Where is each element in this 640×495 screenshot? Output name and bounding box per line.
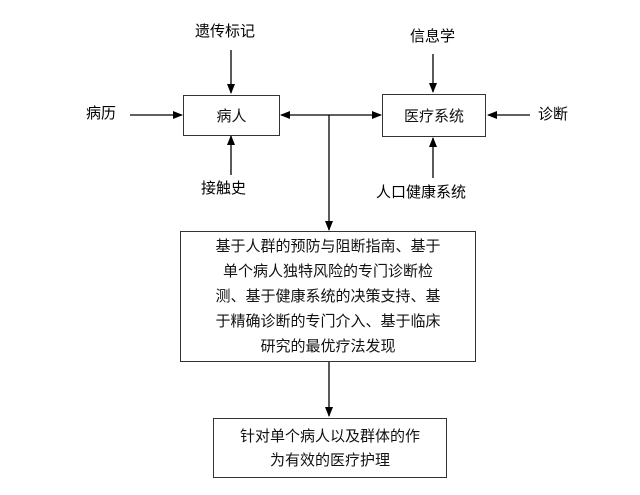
strategy-line: 测、基于健康系统的决策支持、基 (215, 287, 441, 305)
label-exposure-history: 接触史 (201, 179, 247, 197)
label-informatics: 信息学 (410, 27, 456, 45)
node-patient-label: 病人 (216, 106, 247, 125)
node-strategies-text: 基于人群的预防与阻断指南、基于 单个病人独特风险的专门诊断检 测、基于健康系统的… (215, 234, 440, 359)
node-medical-system-label: 医疗系统 (403, 106, 464, 125)
node-outcome: 针对单个病人以及群体的作 为有效的医疗护理 (213, 418, 447, 478)
outcome-line: 针对单个病人以及群体的作 (239, 427, 420, 445)
label-diagnosis: 诊断 (538, 105, 569, 123)
strategy-line: 单个病人独特风险的专门诊断检 (222, 262, 433, 280)
strategy-line: 基于人群的预防与阻断指南、基于 (215, 237, 441, 255)
outcome-line: 为有效的医疗护理 (269, 451, 390, 469)
node-patient: 病人 (183, 95, 280, 136)
label-population-health-system: 人口健康系统 (376, 183, 467, 201)
strategy-line: 研究的最优疗法发现 (260, 337, 396, 355)
label-medical-history: 病历 (86, 104, 117, 122)
node-strategies: 基于人群的预防与阻断指南、基于 单个病人独特风险的专门诊断检 测、基于健康系统的… (180, 231, 476, 362)
label-genetic-markers: 遗传标记 (195, 22, 256, 40)
node-outcome-text: 针对单个病人以及群体的作 为有效的医疗护理 (240, 424, 420, 472)
strategy-line: 于精确诊断的专门介入、基于临床 (215, 312, 441, 330)
node-medical-system: 医疗系统 (382, 94, 486, 137)
